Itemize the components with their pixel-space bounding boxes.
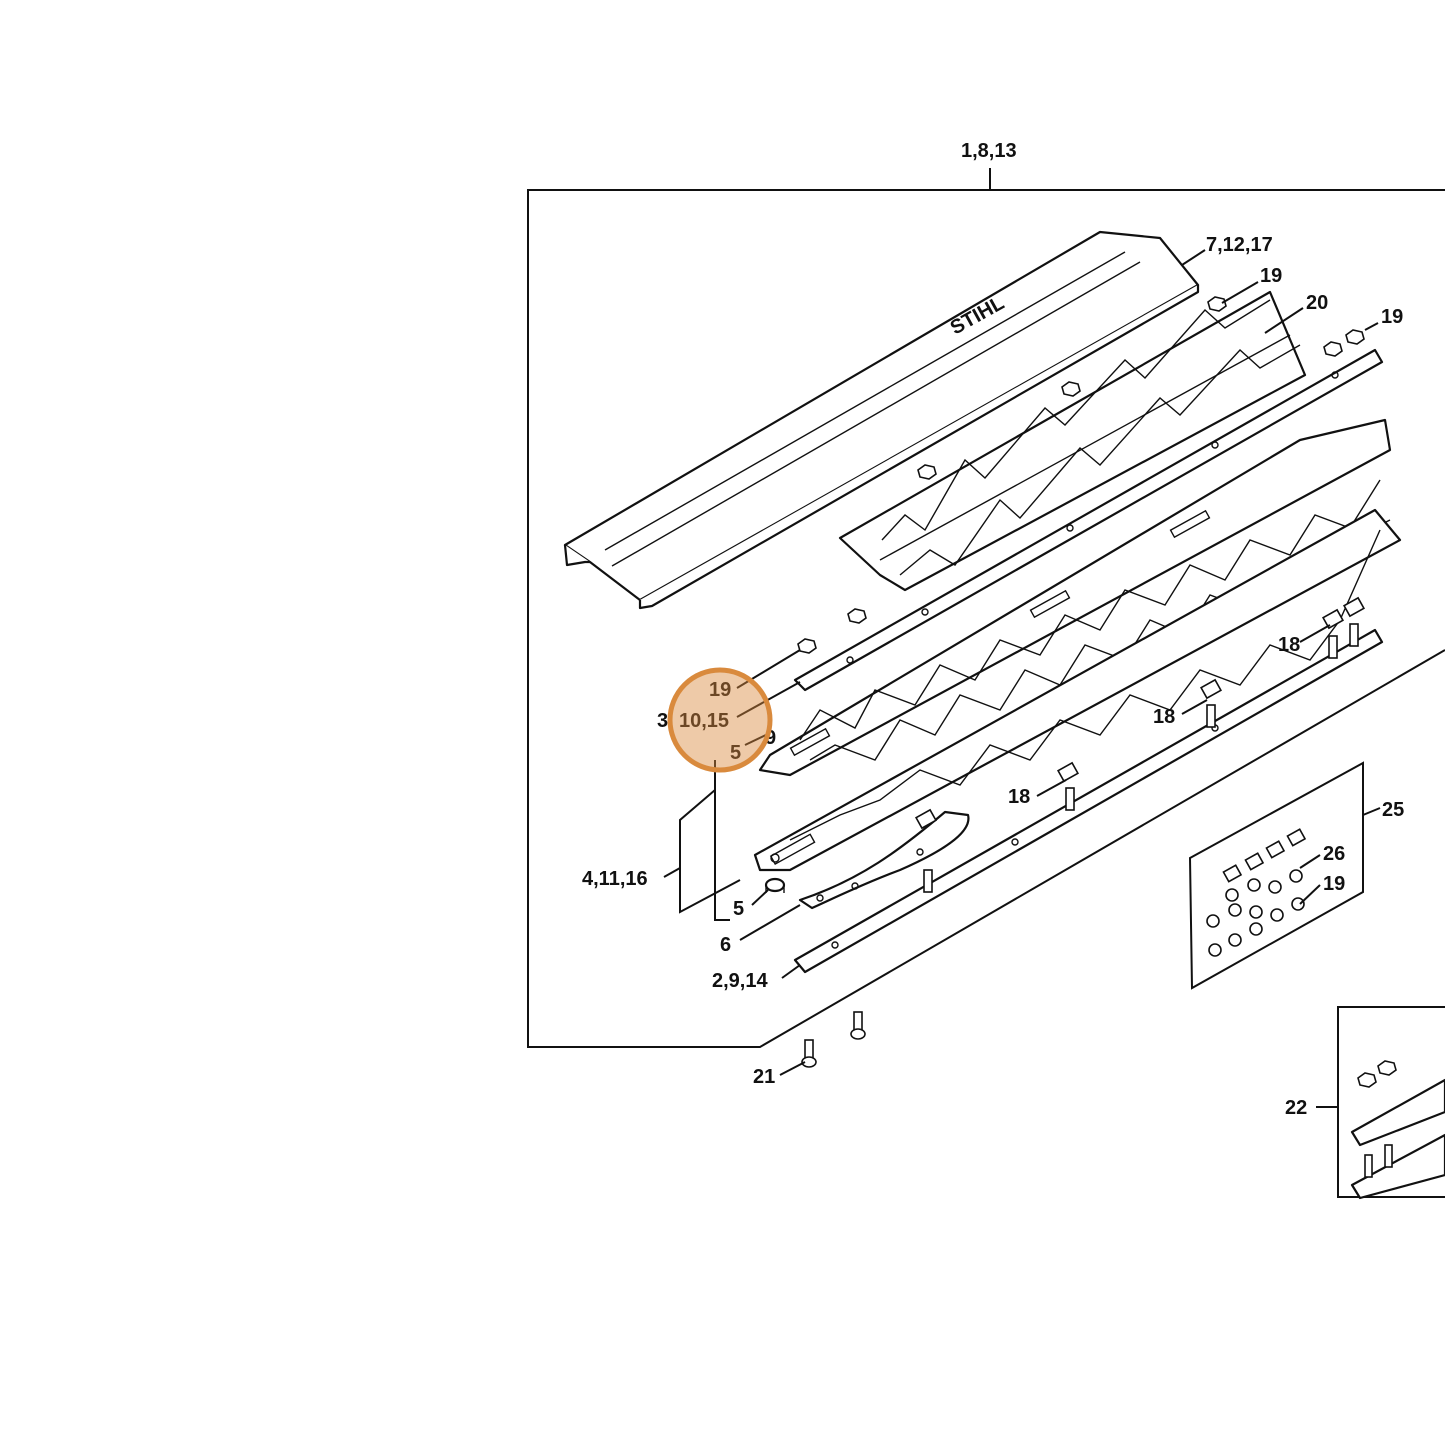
leader-lines [663, 249, 1381, 1108]
label-5-a: 5 [730, 742, 741, 764]
label-4-11-16: 4,11,16 [582, 868, 648, 890]
bracket-4-11-16 [679, 789, 741, 914]
label-9: 9 [765, 727, 776, 749]
label-19-b: 19 [1381, 306, 1403, 328]
label-5-b: 5 [733, 898, 744, 920]
label-7-12-17: 7,12,17 [1206, 234, 1273, 256]
spacer-plate [798, 810, 970, 910]
upper-cutting-blade [838, 290, 1307, 592]
label-21: 21 [753, 1066, 775, 1088]
highlight-circle [667, 667, 773, 773]
label-22: 22 [1285, 1097, 1307, 1119]
hardware-kit-box [1188, 761, 1364, 990]
label-25: 25 [1382, 799, 1404, 821]
label-19-c: 19 [709, 679, 731, 701]
blade-tip-kit-box [1337, 1006, 1445, 1200]
callout-labels: 1,8,13 7,12,17 19 20 19 19 3 10,15 9 5 4… [582, 140, 1404, 1119]
bracket-5-6 [714, 760, 730, 921]
lower-cutting-blade [753, 508, 1402, 872]
label-19-d: 19 [1323, 873, 1345, 895]
label-2-9-14: 2,9,14 [712, 970, 768, 992]
bolt-group [801, 1011, 866, 1068]
label-18-b: 18 [1153, 706, 1175, 728]
label-10-15: 10,15 [679, 710, 729, 732]
label-6: 6 [720, 934, 731, 956]
stud-group [915, 596, 1365, 893]
label-3: 3 [657, 710, 668, 732]
assembly-frame [527, 189, 1445, 1048]
nut-group-upper [797, 296, 1365, 654]
label-26: 26 [1323, 843, 1345, 865]
upper-flat-bar [793, 348, 1384, 692]
label-19-a: 19 [1260, 265, 1282, 287]
label-20: 20 [1306, 292, 1328, 314]
spacer-sleeve [764, 877, 786, 893]
blade-guard: STIHL [563, 230, 1200, 610]
label-18-a: 18 [1278, 634, 1300, 656]
label-1-8-13: 1,8,13 [961, 140, 1017, 162]
bottom-flat-bar [793, 628, 1384, 974]
label-18-c: 18 [1008, 786, 1030, 808]
